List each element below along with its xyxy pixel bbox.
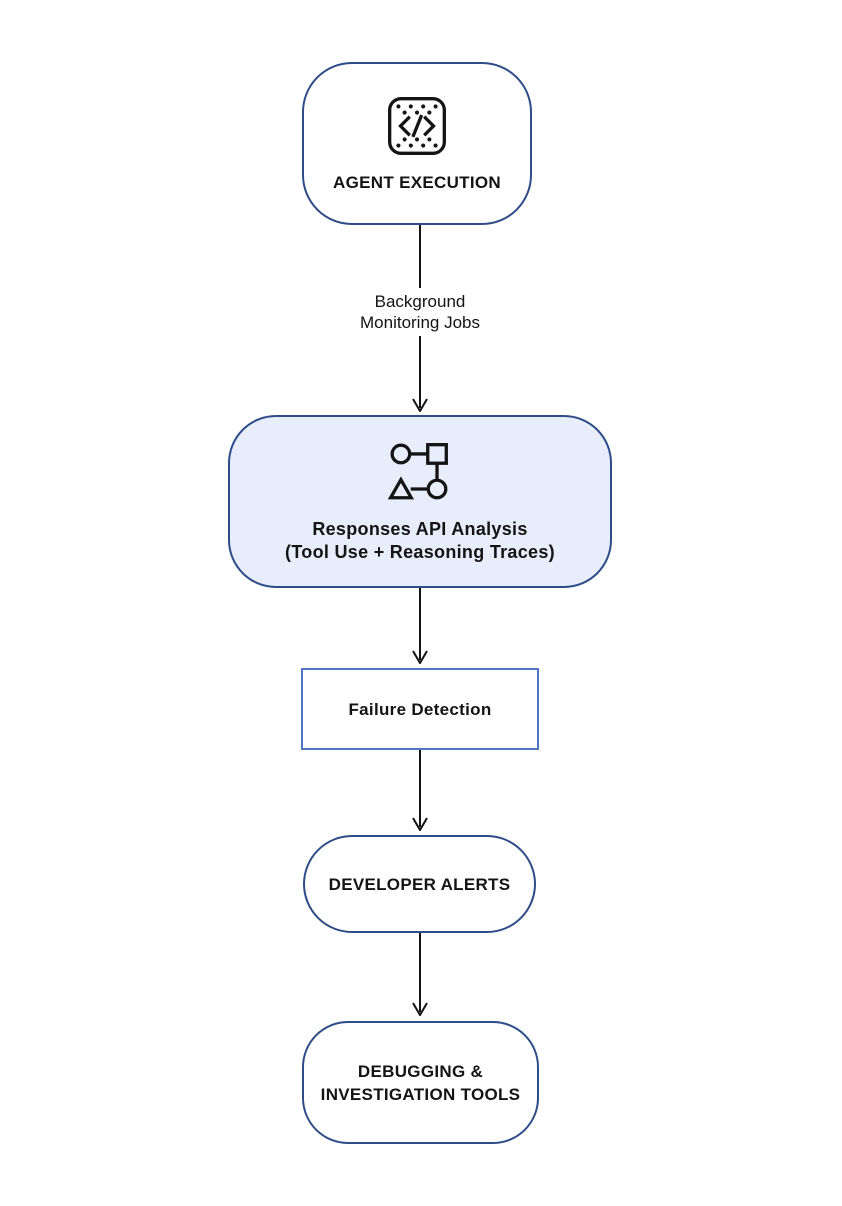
- arrowhead-icon: [412, 650, 428, 664]
- node-label-developer-alerts: DEVELOPER ALERTS: [328, 874, 511, 894]
- arrow-alerts-to-debugging: [410, 933, 430, 1016]
- node-developer-alerts: DEVELOPER ALERTS: [303, 835, 536, 933]
- node-label-responses-line1: Responses API Analysis: [312, 519, 528, 539]
- arrow-responses-to-failure: [410, 588, 430, 664]
- arrow-failure-to-alerts: [410, 750, 430, 831]
- arrow-shaft: [419, 588, 421, 660]
- arrowhead-icon: [412, 1002, 428, 1016]
- node-debugging-investigation-tools: DEBUGGING & INVESTIGATION TOOLS: [302, 1021, 539, 1144]
- edge-label-line2: Monitoring Jobs: [359, 313, 481, 332]
- edge-label-background-monitoring: Background Monitoring Jobs: [351, 288, 489, 336]
- node-label-agent-execution: AGENT EXECUTION: [333, 173, 501, 192]
- arrowhead-icon: [412, 817, 428, 831]
- node-label-failure-detection: Failure Detection: [348, 699, 492, 719]
- node-responses-api-analysis: Responses API Analysis (Tool Use + Reaso…: [228, 415, 612, 588]
- arrow-shaft: [419, 933, 421, 1012]
- arrowhead-icon: [412, 398, 428, 412]
- node-label-responses-line2: (Tool Use + Reasoning Traces): [285, 542, 555, 562]
- node-label-debugging-line1: DEBUGGING &: [357, 1061, 484, 1081]
- node-failure-detection: Failure Detection: [301, 668, 539, 750]
- edge-label-line1: Background: [374, 292, 466, 311]
- arrow-shaft: [419, 750, 421, 827]
- workflow-icon: [387, 439, 453, 505]
- node-agent-execution: AGENT EXECUTION: [302, 62, 532, 225]
- code-icon: [384, 93, 450, 159]
- node-label-debugging-line2: INVESTIGATION TOOLS: [320, 1084, 521, 1104]
